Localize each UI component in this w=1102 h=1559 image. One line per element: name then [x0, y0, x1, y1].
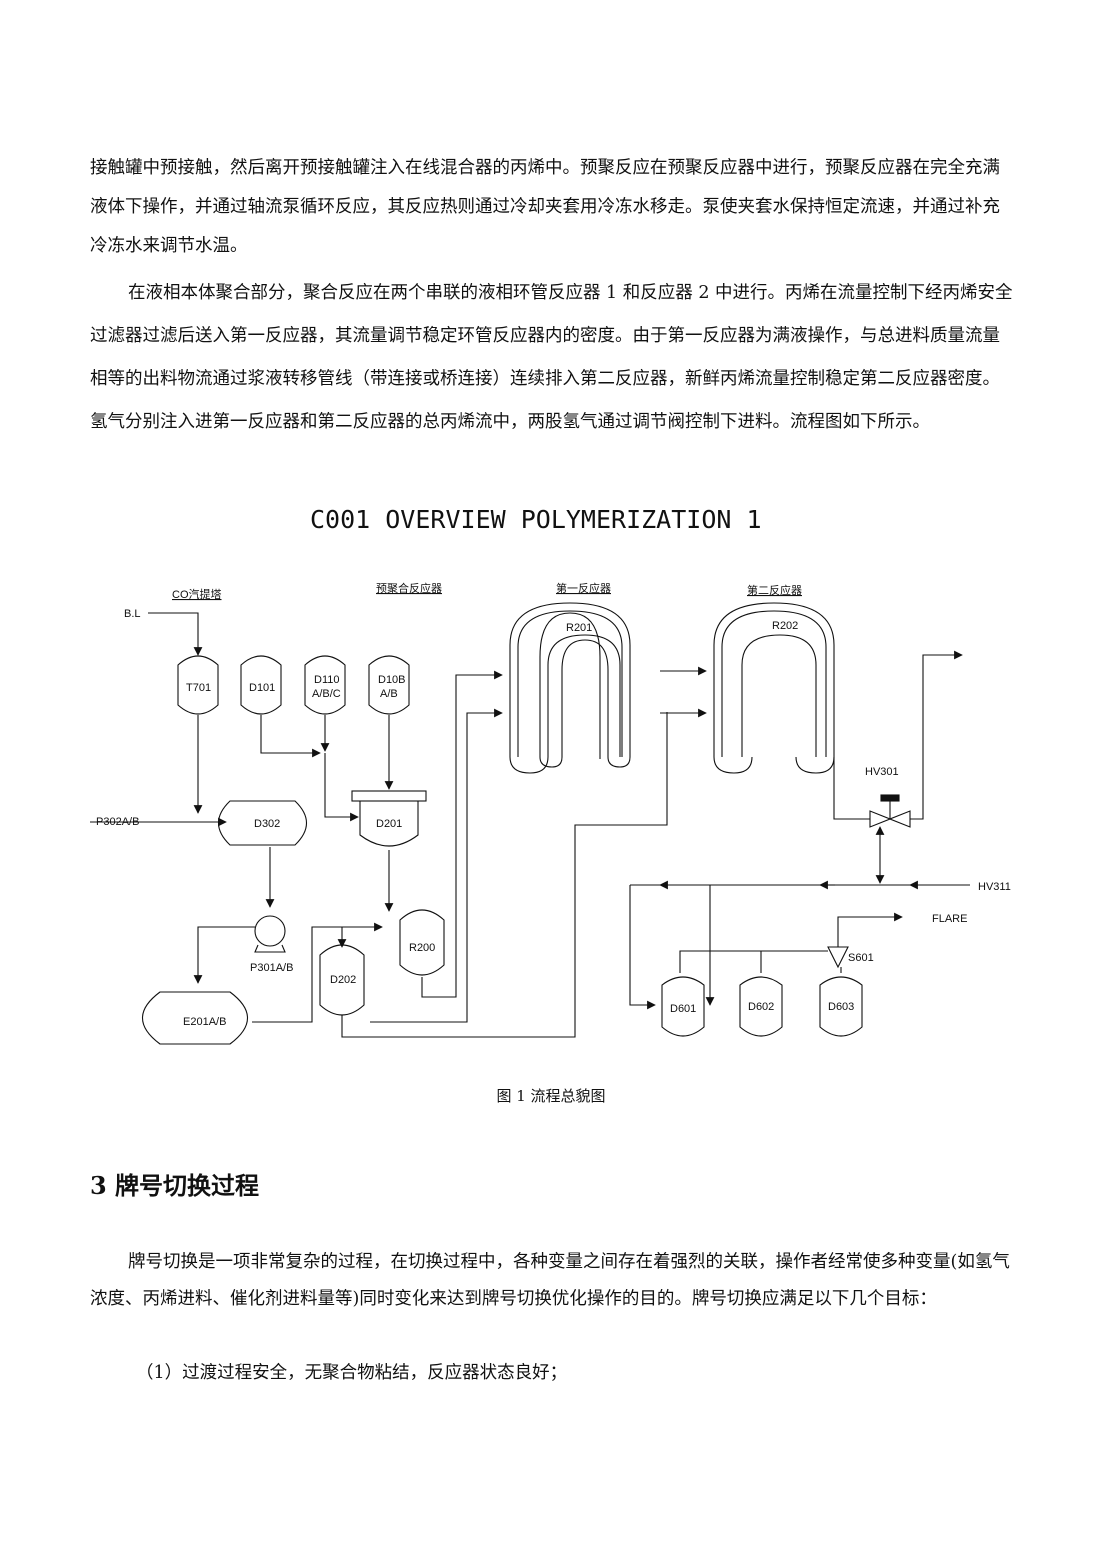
label-hv311: HV311 [978, 881, 1011, 893]
p301-pump [254, 915, 286, 947]
d10b-vessel [368, 655, 410, 715]
label-d603: D603 [828, 1001, 854, 1013]
label-d601: D601 [670, 1003, 696, 1015]
e201-exchanger [142, 991, 248, 1045]
paragraph-grade-transition-text: 牌号切换是一项非常复杂的过程，在切换过程中，各种变量之间存在着强烈的关联，操作者… [90, 1252, 1010, 1309]
hv301-valve [869, 810, 892, 828]
d110-vessel [304, 655, 346, 715]
r200-vessel [399, 909, 445, 976]
label-d202: D202 [330, 974, 356, 986]
label-bl: B.L [124, 608, 141, 620]
figure-caption: 图 1 流程总貌图 [496, 1087, 606, 1105]
d602-vessel [739, 976, 783, 1037]
r201-loop [509, 602, 631, 768]
label-d602: D602 [748, 1001, 774, 1013]
label-e201: E201A/B [183, 1016, 226, 1028]
label-first-reactor: 第一反应器 [556, 581, 611, 595]
paragraph-grade-transition: 牌号切换是一项非常复杂的过程，在切换过程中，各种变量之间存在着强烈的关联，操作者… [90, 1244, 1014, 1318]
label-hv301: HV301 [865, 766, 899, 778]
paragraph-bulk-polymerization: 在液相本体聚合部分，聚合反应在两个串联的液相环管反应器 1 和反应器 2 中进行… [90, 272, 1014, 444]
label-r201: R201 [566, 622, 592, 634]
d302-vessel [217, 800, 308, 846]
t701-vessel [177, 655, 219, 715]
paragraph-bulk-polymerization-text: 在液相本体聚合部分，聚合反应在两个串联的液相环管反应器 1 和反应器 2 中进行… [90, 283, 1013, 432]
label-flare: FLARE [932, 913, 967, 925]
list-item: （1）过渡过程安全，无聚合物粘结，反应器状态良好； [136, 1363, 568, 1383]
label-d10b-ab: A/B [380, 688, 398, 700]
d601-vessel [661, 976, 705, 1037]
label-p301: P301A/B [250, 962, 293, 974]
diagram-title: C001 OVERVIEW POLYMERIZATION 1 [310, 505, 762, 534]
label-d201: D201 [376, 818, 402, 830]
section-heading: 3 牌号切换过程 [90, 1171, 260, 1200]
process-flow-diagram: C001 OVERVIEW POLYMERIZATION 1 CO汽提塔 预聚合… [90, 495, 1030, 1060]
label-s601: S601 [848, 952, 874, 964]
d202-vessel [319, 944, 365, 1016]
label-r202: R202 [772, 620, 798, 632]
d201-vessel [359, 801, 419, 847]
label-d110-abc: A/B/C [312, 688, 341, 700]
label-second-reactor: 第二反应器 [747, 583, 802, 597]
label-t701: T701 [186, 682, 211, 694]
label-co-stripper: CO汽提塔 [172, 587, 222, 601]
label-d302: D302 [254, 818, 280, 830]
paragraph-prepolymerization: 接触罐中预接触，然后离开预接触罐注入在线混合器的丙烯中。预聚反应在预聚反应器中进… [90, 158, 1000, 256]
label-prepoly-reactor: 预聚合反应器 [376, 581, 442, 595]
d603-vessel [819, 976, 863, 1037]
label-r200: R200 [409, 942, 435, 954]
d101-vessel [240, 655, 282, 715]
d201-top [351, 790, 427, 802]
r202-loop [713, 602, 835, 757]
label-d110: D110 [314, 674, 339, 686]
label-d101: D101 [249, 682, 275, 694]
label-p302: P302A/B [96, 816, 139, 828]
s601-valve [827, 946, 849, 969]
label-d10b: D10B [378, 674, 406, 686]
